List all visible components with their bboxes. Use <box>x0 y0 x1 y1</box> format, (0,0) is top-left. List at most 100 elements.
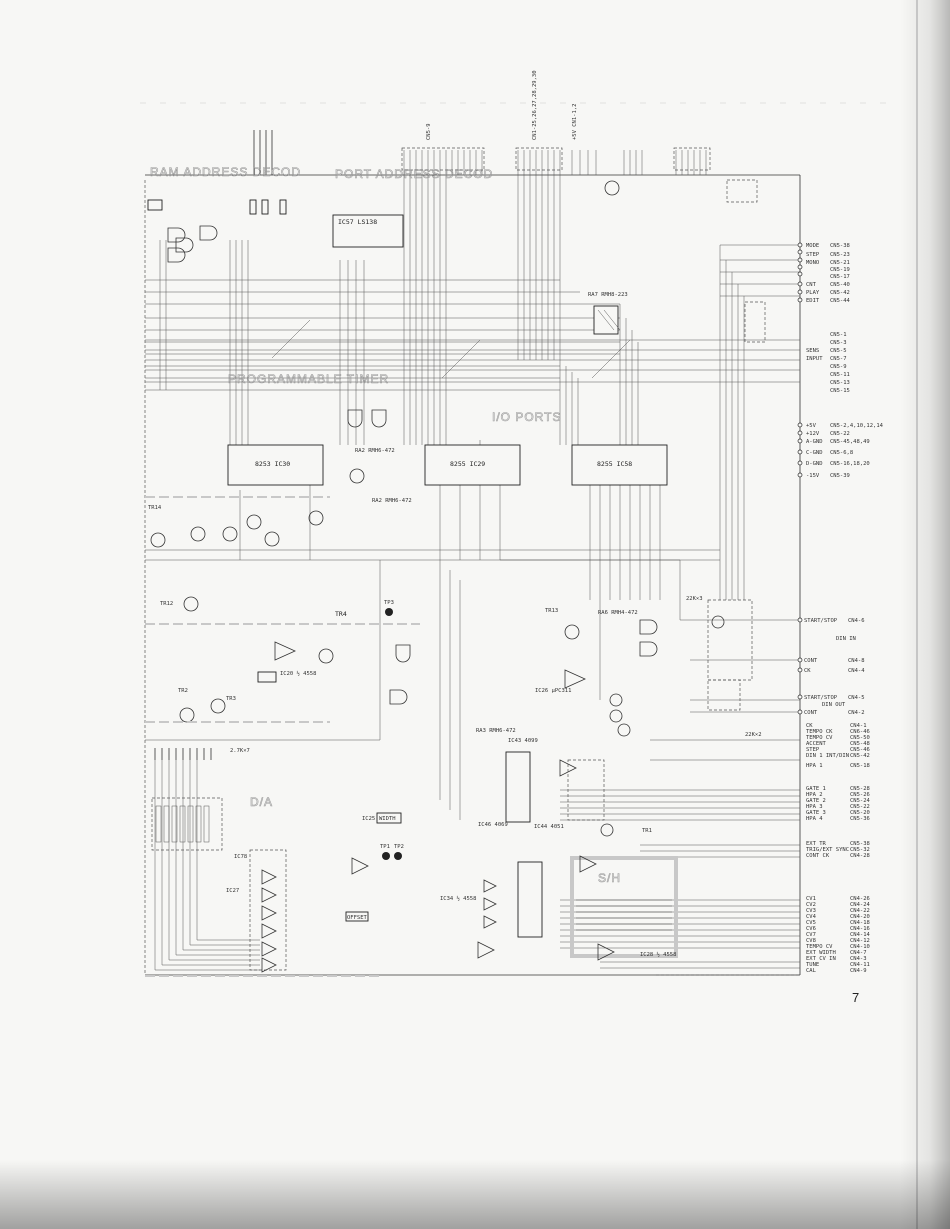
pin-3: CN5-3 <box>830 340 847 346</box>
lr-sig-15: CONT CK <box>806 853 830 859</box>
lr-pin-15: CN4-28 <box>850 853 870 859</box>
din-out-label: DIN OUT <box>822 702 846 708</box>
da-title: D/A <box>250 795 273 809</box>
ic30-label: 8253 IC30 <box>255 460 290 468</box>
sh-opamp <box>579 855 597 873</box>
lr-pin-21: CN4-16 <box>850 926 870 932</box>
ra7-array <box>593 305 621 335</box>
lr-pin-11: CN5-20 <box>850 810 870 816</box>
rail-5v: +5V <box>806 423 817 429</box>
tr2-label: TR2 <box>178 688 188 694</box>
lr-sig-6: HPA 1 <box>806 763 823 769</box>
lr-sig-3: ACCENT <box>806 741 827 747</box>
lr-sig-27: TUNE <box>806 962 819 968</box>
lr-sig-18: CV3 <box>806 908 816 914</box>
lr-sig-10: HPA 3 <box>806 804 823 810</box>
pin-15: CN5-15 <box>830 388 850 394</box>
bus-lines <box>145 175 800 971</box>
lr-pin-22: CN4-14 <box>850 932 871 938</box>
ic43-latch <box>505 751 531 823</box>
lr-pin-17: CN4-24 <box>850 902 871 908</box>
lr-sig-13: EXT TR <box>806 841 827 847</box>
tr4-label: TR4 <box>335 610 347 618</box>
lr-sig-24: TEMPO CV <box>806 944 833 950</box>
tr3-label: TR3 <box>226 696 236 702</box>
lr-sig-17: CV2 <box>806 902 816 908</box>
ic57-decoder <box>332 214 404 248</box>
tp3-label: TP3 <box>384 600 394 606</box>
ram-decode-gates <box>147 199 287 263</box>
opamp-section <box>150 532 411 723</box>
lr-sig-19: CV4 <box>806 914 817 920</box>
ic30-timer <box>227 444 324 486</box>
lr-pin-18: CN4-22 <box>850 908 870 914</box>
lr-pin-14: CN5-32 <box>850 847 870 853</box>
page-number: 7 <box>852 990 860 1005</box>
pin-13: CN5-13 <box>830 380 850 386</box>
lr-pin-3: CN5-48 <box>850 741 870 747</box>
page-edge-line <box>916 0 918 1229</box>
pin-cnt: CN5-40 <box>830 282 850 288</box>
r22kx2-label: 22K×2 <box>745 732 762 738</box>
sig-mono: MONO <box>806 260 819 266</box>
width-trim <box>376 812 402 824</box>
lr-pin-1: CN6-46 <box>850 729 870 735</box>
power-rail-list: +5V CN5-2,4,10,12,14 +12V CN5-22 A-GND C… <box>806 423 884 479</box>
ic25-opamp <box>351 857 369 875</box>
tr-top <box>604 180 620 196</box>
lr-sig-2: TEMPO CV <box>806 735 833 741</box>
lr-pin-5: CN5-42 <box>850 753 870 759</box>
ic44-label: IC44 4051 <box>534 824 564 830</box>
port-address-decod-title: PORT ADDRESS DECOD <box>335 167 493 181</box>
ic46-label: IC46 4069 <box>478 822 508 828</box>
pin-1: CN5-1 <box>830 332 847 338</box>
rail-agnd: A-GND <box>806 439 823 445</box>
rail-cgnd-pin: CN5-6,8 <box>830 450 853 456</box>
din-cont-out: CONT <box>804 710 818 716</box>
din-cont-in-pin: CN4-8 <box>848 658 865 664</box>
lr-pin-23: CN4-12 <box>850 938 870 944</box>
lr-sig-4: STEP <box>806 747 820 753</box>
rail-cgnd: C-GND <box>806 450 823 456</box>
tr1-label: TR1 <box>642 828 652 834</box>
ic57-label: IC57 LS138 <box>338 218 377 226</box>
ra2-label: RA2 RMH6-472 <box>355 448 395 454</box>
width-label: WIDTH <box>379 816 396 822</box>
lr-sig-14: TRIG/EXT SYNC <box>806 847 849 853</box>
pin-17: CN5-17 <box>830 274 850 280</box>
ic28-opamp <box>597 943 615 961</box>
center-gates <box>190 409 387 547</box>
lr-pin-26: CN4-3 <box>850 956 867 962</box>
lr-pin-8: CN5-26 <box>850 792 870 798</box>
ic58-ppi <box>571 444 668 486</box>
ic27-buffer-bank <box>249 849 287 971</box>
lr-pin-19: CN4-20 <box>850 914 870 920</box>
tr13-label: TR13 <box>545 608 558 614</box>
connector-label-cn5: CN5-9 <box>426 123 432 140</box>
da-resistors <box>155 805 210 843</box>
pin-step: CN5-23 <box>830 252 850 258</box>
lr-pin-0: CN4-1 <box>850 723 867 729</box>
pin-edit: CN5-44 <box>830 298 851 304</box>
rail-12v-pin: CN5-22 <box>830 431 850 437</box>
lr-sig-0: CK <box>806 723 813 729</box>
lr-pin-24: CN4-10 <box>850 944 870 950</box>
lr-sig-9: GATE 2 <box>806 798 826 804</box>
tp2-label: TP2 <box>394 844 404 850</box>
din-in-label: DIN IN <box>836 636 856 642</box>
ic29-ppi <box>424 444 521 486</box>
ra2b-label: RA2 RMH6-472 <box>372 498 412 504</box>
ra5-array <box>567 759 605 821</box>
top-connectors <box>253 130 711 175</box>
ic29-label: 8255 IC29 <box>450 460 485 468</box>
din-start-stop-out: START/STOP <box>804 695 838 701</box>
ra7-label: RA7 RMH8-223 <box>588 292 628 298</box>
lr-pin-13: CN5-38 <box>850 841 870 847</box>
tr1-symbol <box>600 823 614 837</box>
lr-pin-10: CN5-22 <box>850 804 870 810</box>
din-start-stop-in-pin: CN4-6 <box>848 618 865 624</box>
lr-sig-26: EXT CV IN <box>806 956 836 962</box>
sig-sens: SENS <box>806 348 819 354</box>
rxt-label: 2.7K×7 <box>230 748 250 754</box>
